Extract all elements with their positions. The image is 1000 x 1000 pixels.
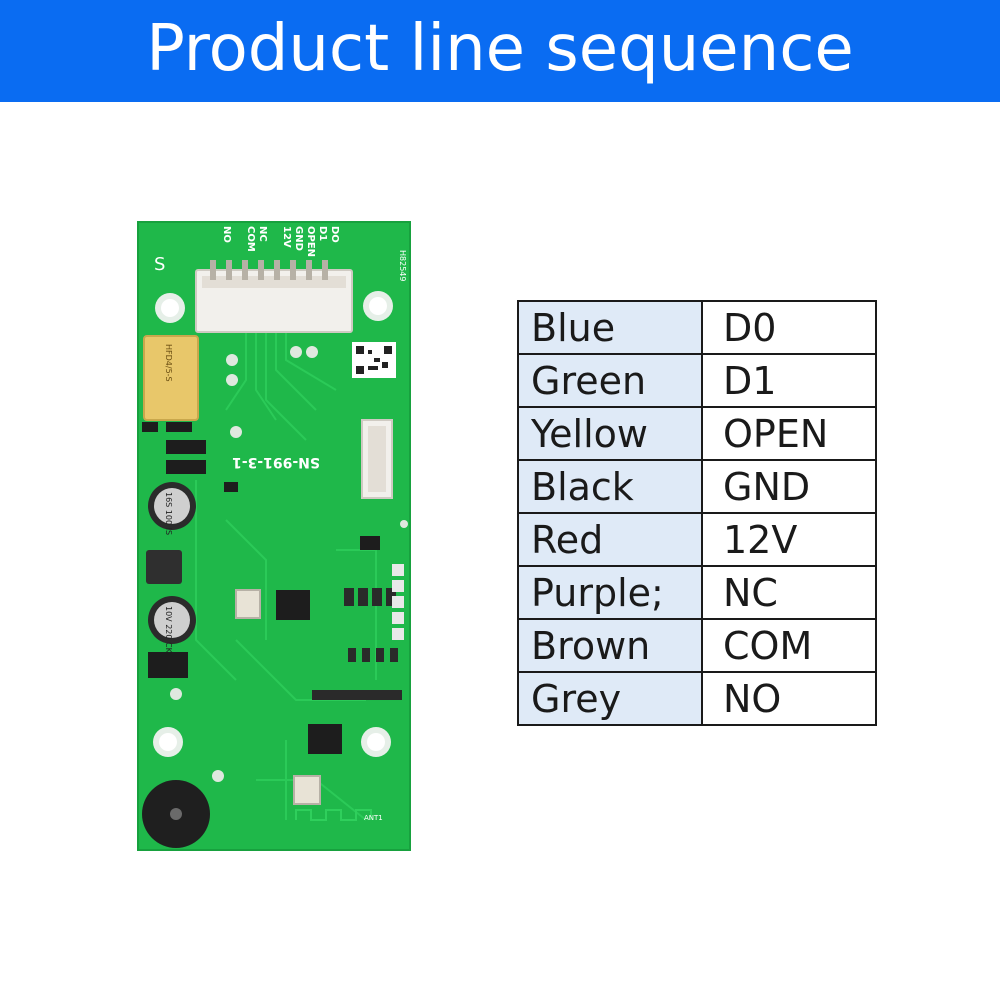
small-connector [361, 419, 393, 499]
wire-color-cell: Blue [517, 300, 703, 355]
header-pins [392, 564, 404, 640]
pin-name-cell: D0 [701, 300, 877, 355]
table-row: Purple; NC [517, 565, 877, 620]
capacitor-bottom: 10V 220 CK [148, 596, 196, 654]
pin-label-gnd: GND [293, 226, 304, 251]
wire-color-cell: Brown [517, 618, 703, 673]
relay-label: HFD4/5-S [164, 344, 173, 382]
pin-label-d1: D1 [317, 226, 328, 241]
main-connector [195, 260, 353, 333]
pin-label-12v: 12V [281, 226, 292, 248]
pin-name-cell: 12V [701, 512, 877, 567]
table-row: Yellow OPEN [517, 406, 877, 461]
pin-name-cell: D1 [701, 353, 877, 408]
page-title: Product line sequence [146, 12, 854, 86]
pin-name-cell: COM [701, 618, 877, 673]
resistor-arrays [312, 588, 402, 700]
pin-label-open: OPEN [305, 226, 316, 257]
mounting-holes [153, 291, 393, 757]
pcb-board-illustration: ANT1 DO D1 OPEN GND 12V NC COM NO H82549… [137, 221, 411, 851]
table-row: Grey NO [517, 671, 877, 726]
pin-name-cell: NO [701, 671, 877, 726]
wire-color-cell: Black [517, 459, 703, 514]
qr-code-sticker [352, 342, 396, 378]
board-s-mark: S [154, 254, 165, 275]
header-banner: Product line sequence [0, 0, 1000, 102]
table-row: Green D1 [517, 353, 877, 408]
pin-label-nc: NC [257, 226, 268, 242]
pin-name-cell: GND [701, 459, 877, 514]
table-row: Brown COM [517, 618, 877, 673]
pin-label-com: COM [245, 226, 256, 252]
pin-label-group: DO D1 OPEN GND 12V NC COM NO [221, 226, 340, 257]
test-pads [170, 346, 408, 782]
wire-color-cell: Purple; [517, 565, 703, 620]
board-code-label: H82549 [398, 250, 407, 281]
capacitor-top-label: 16S 100 IS [164, 492, 173, 535]
buzzer [142, 780, 210, 848]
pin-label-do: DO [329, 226, 340, 243]
smd-components [142, 422, 380, 754]
relay-component: HFD4/5-S [143, 335, 199, 421]
wire-color-cell: Grey [517, 671, 703, 726]
table-row: Blue D0 [517, 300, 877, 355]
wire-color-table: Blue D0 Green D1 Yellow OPEN Black GND R… [517, 300, 877, 726]
pin-label-no: NO [221, 226, 232, 243]
inductor [146, 550, 182, 584]
pin-name-cell: NC [701, 565, 877, 620]
antenna-label: ANT1 [364, 814, 383, 822]
antenna-trace [295, 809, 372, 821]
capacitor-bottom-label: 10V 220 CK [164, 606, 173, 654]
wire-color-cell: Red [517, 512, 703, 567]
pcb-board-photo: ANT1 DO D1 OPEN GND 12V NC COM NO H82549… [136, 220, 412, 852]
crystals [235, 589, 321, 805]
model-marking: SN-991-3-1 [232, 454, 320, 470]
wire-color-cell: Green [517, 353, 703, 408]
pin-name-cell: OPEN [701, 406, 877, 461]
capacitor-top: 16S 100 IS [148, 482, 196, 535]
table-row: Red 12V [517, 512, 877, 567]
table-row: Black GND [517, 459, 877, 514]
wire-color-cell: Yellow [517, 406, 703, 461]
